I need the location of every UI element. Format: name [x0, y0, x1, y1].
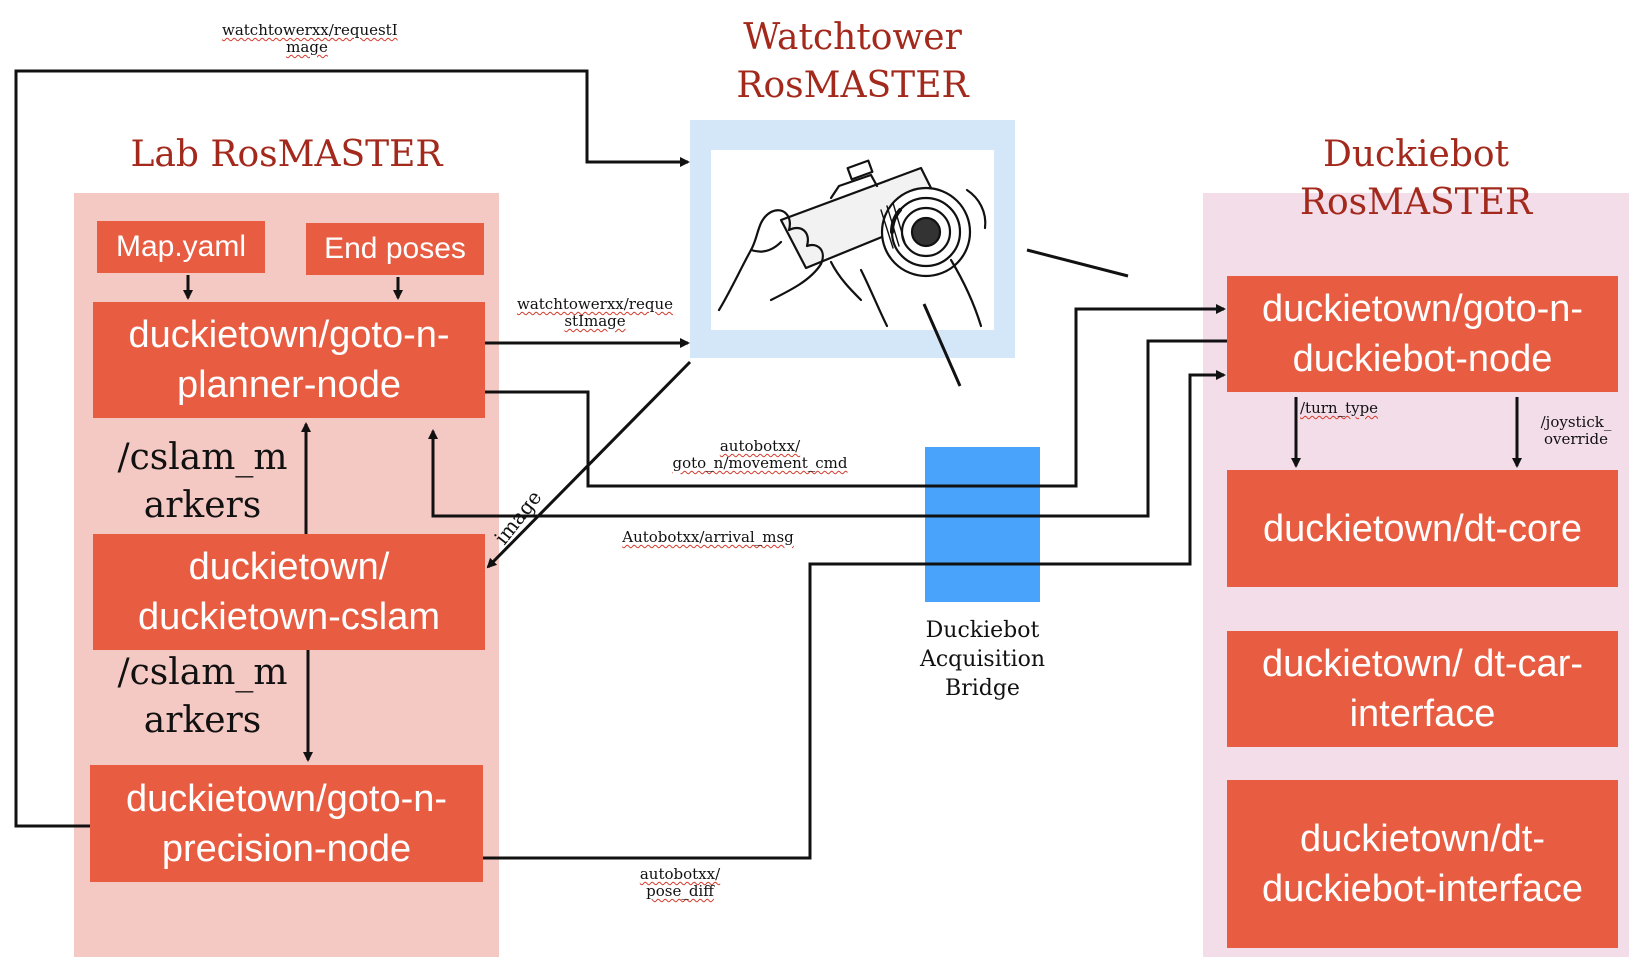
cslam-node: duckietown/ duckietown-cslam [93, 534, 485, 650]
topic-turn-type: /turn_type [1300, 399, 1379, 417]
topic-joystick-override: /joystick_ override [1540, 413, 1612, 448]
watchtower-link-line-down [922, 303, 962, 387]
dt-core-node: duckietown/dt-core [1227, 470, 1618, 587]
topic-movement-cmd: autobotxx/ goto_n/movement_cmd [672, 437, 848, 472]
duckiebot-rosmaster-title: Duckiebot RosMASTER [1299, 134, 1533, 223]
dt-duckiebot-interface-node: duckietown/dt- duckiebot-interface [1227, 780, 1618, 948]
acquisition-bridge-label: Duckiebot Acquisition Bridge [919, 618, 1046, 701]
watchtower-link-line-right [1026, 248, 1129, 278]
goto-n-precision-node: duckietown/goto-n- precision-node [90, 765, 483, 882]
goto-n-duckiebot-node: duckietown/goto-n- duckiebot-node [1227, 276, 1618, 392]
topic-request-image-mid: watchtowerxx/reque stImage [517, 295, 673, 330]
lab-rosmaster-title: Lab RosMASTER [130, 134, 443, 175]
edge-precision-to-watchtower [14, 69, 690, 828]
watchtower-camera-image [711, 150, 994, 330]
edge-planner-to-duckiebot [485, 304, 1226, 488]
acquisition-bridge-box [925, 447, 1040, 602]
topic-request-image-top: watchtowerxx/requestI mage [222, 21, 398, 56]
dt-car-interface-node: duckietown/ dt-car- interface [1227, 631, 1618, 747]
camera-icon [717, 159, 987, 328]
topic-cslam-markers-lower: /cslam_m arkers [117, 652, 288, 741]
topic-arrival-msg: Autobotxx/arrival_msg [622, 528, 794, 546]
map-yaml-node: Map.yaml [97, 221, 265, 273]
watchtower-rosmaster-panel [690, 120, 1015, 358]
topic-pose-diff: autobotxx/ pose_diff [639, 865, 721, 900]
goto-n-planner-node: duckietown/goto-n- planner-node [93, 302, 485, 418]
edge-duckiebot-to-planner [428, 339, 1227, 518]
watchtower-rosmaster-title: Watchtower RosMASTER [736, 17, 969, 106]
topic-cslam-markers-upper: /cslam_m arkers [117, 437, 288, 526]
end-poses-node: End poses [306, 223, 484, 275]
edge-precision-to-duckiebot [483, 370, 1226, 860]
